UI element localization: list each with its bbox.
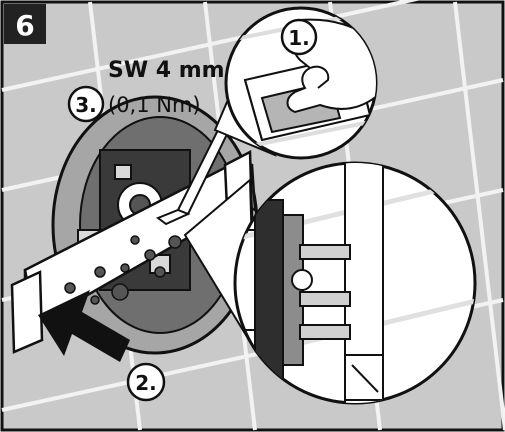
- press-arrow-icon: [38, 290, 130, 362]
- callout-1-badge: [280, 18, 318, 56]
- callout-3-badge: [67, 85, 105, 123]
- tool-size-label: SW 4 mm: [108, 58, 225, 83]
- callout-2-label: 2.: [135, 371, 157, 395]
- callout-2-badge: [126, 362, 166, 402]
- hex-key-icon: [155, 120, 234, 226]
- step-number: 6: [15, 9, 34, 42]
- callout-3-label: 3.: [75, 93, 97, 117]
- step-badge: [4, 4, 46, 44]
- torque-label: (0,1 Nm): [108, 93, 201, 117]
- callout-1-label: 1.: [288, 26, 310, 50]
- detail-circle-right: [183, 161, 477, 405]
